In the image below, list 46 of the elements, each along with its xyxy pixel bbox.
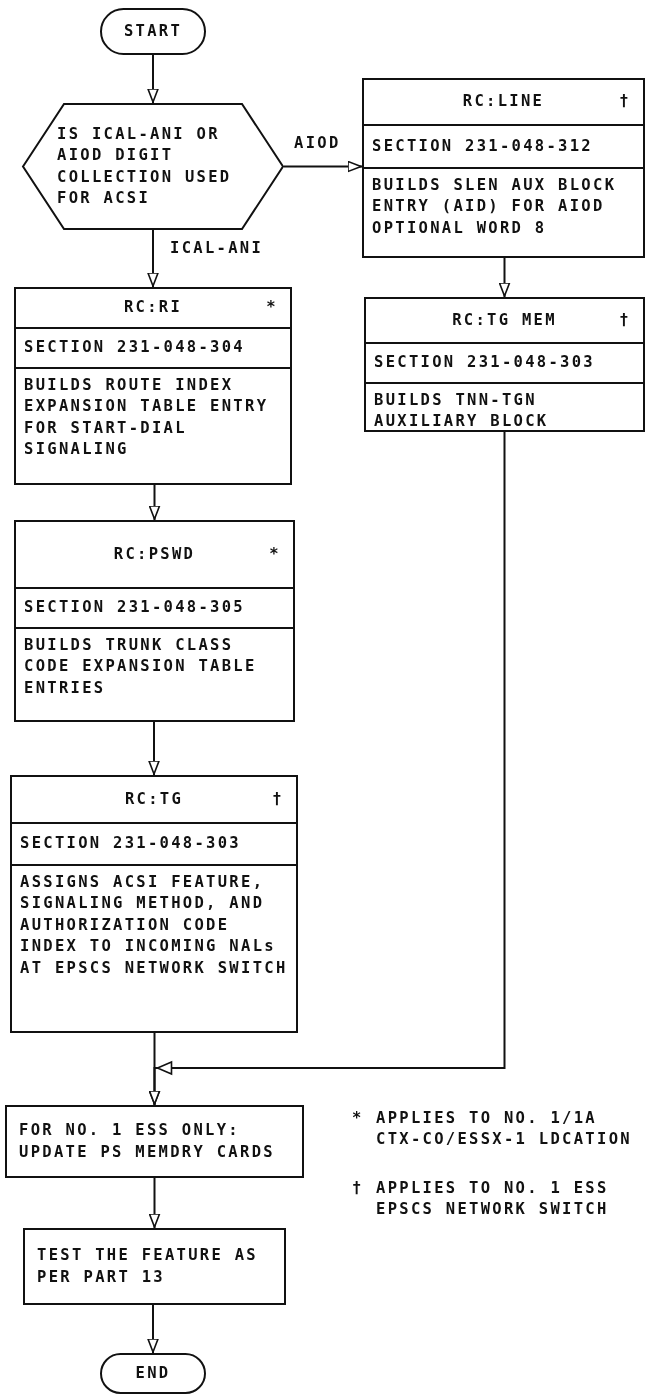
box-heading: RC:PSWD [113, 543, 196, 565]
terminal-label: END [135, 1362, 171, 1384]
decision-hexagon [22, 103, 284, 230]
footnote-mark: † [272, 788, 284, 810]
step-text: BUILDS TRUNK CLASS CODE EXPANSION TABLE ENTRIES [24, 635, 258, 699]
arrow [147, 1304, 159, 1354]
box-heading: RC:TG MEM [452, 309, 557, 331]
arrow [148, 721, 160, 776]
process-box [364, 297, 645, 432]
step-text: BUILDS SLEN AUX BLOCK ENTRY (AID) FOR AIOD OPTIONAL WORD 8 [372, 175, 618, 239]
terminal-label: START [123, 20, 183, 42]
box-heading: RC:RI [123, 297, 183, 319]
footnote-text: APPLIES TO NO. 1 ESS EPSCS NETWORK SWITCH [376, 1178, 610, 1221]
process-box [5, 1105, 304, 1178]
footnote-text: APPLIES TO NO. 1/1A CTX-CO/ESSX-1 LDCATION [376, 1108, 633, 1151]
step-text: TEST THE FEATURE AS PER PART 13 [37, 1245, 259, 1288]
section-number: SECTION 231-048-305 [24, 597, 245, 619]
footnote-mark: † [619, 91, 631, 113]
arrow [498, 257, 511, 298]
footnote-mark: * [266, 297, 278, 319]
footnote-mark: † [352, 1178, 365, 1199]
box-heading: RC:TG [124, 788, 184, 810]
section-number: SECTION 231-048-304 [24, 337, 245, 359]
footnote-mark: * [269, 543, 281, 565]
process-box [362, 78, 645, 258]
section-number: SECTION 231-048-303 [20, 833, 241, 855]
arrow [283, 160, 363, 173]
step-text: ASSIGNS ACSI FEATURE, SIGNALING METHOD, AND AUTHORIZATION CODE INDEX TO INCOMING NALs AT EPSCS NETWORK SWITCH [20, 872, 288, 979]
section-number: SECTION 231-048-312 [372, 135, 593, 157]
arrow [148, 1177, 161, 1229]
arrow [147, 229, 159, 288]
process-box [14, 287, 292, 485]
footnote-mark: † [619, 309, 631, 331]
arrow [147, 54, 159, 104]
step-text: BUILDS ROUTE INDEX EXPANSION TABLE ENTRY FOR START-DIAL SIGNALING [24, 375, 270, 461]
section-number: SECTION 231-048-303 [374, 352, 595, 374]
step-text: BUILDS TNN-TGN AUXILIARY BLOCK [374, 390, 550, 433]
box-heading: RC:LINE [462, 91, 545, 113]
process-box [10, 775, 298, 1033]
step-text: FOR NO. 1 ESS ONLY: UPDATE PS MEMDRY CARDS [19, 1120, 276, 1163]
arrow [148, 484, 161, 521]
process-box [23, 1228, 286, 1305]
process-box [14, 520, 295, 722]
footnote-mark: * [352, 1108, 365, 1129]
arrow [148, 431, 506, 1106]
question-text: IS ICAL-ANI OR AIOD DIGIT COLLECTION USED FOR ACSI [57, 123, 233, 209]
